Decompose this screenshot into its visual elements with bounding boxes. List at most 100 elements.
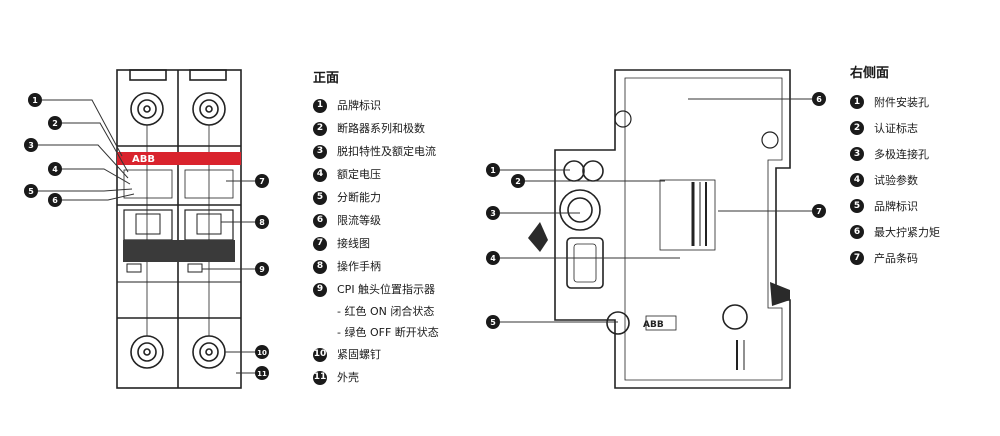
side-callout-7: 7 — [812, 204, 826, 218]
side-legend-label-7: 产品条码 — [874, 251, 918, 265]
side-clip — [770, 282, 790, 306]
front-callout-10: 10 — [255, 345, 269, 359]
front-callout-3: 3 — [24, 138, 38, 152]
front-legend-item-8: 8 操作手柄 — [313, 255, 439, 278]
front-legend-num-8: 8 — [313, 259, 327, 274]
front-callout-2: 2 — [48, 116, 62, 130]
side-callout-5-num: 5 — [490, 318, 496, 327]
side-legend-label-1: 附件安装孔 — [874, 95, 929, 109]
side-legend-label-2: 认证标志 — [874, 121, 918, 135]
front-legend-title: 正面 — [313, 71, 340, 86]
front-leaders — [37, 99, 258, 374]
front-legend-label-10: 紧固螺钉 — [337, 348, 381, 361]
front-legend-num-3: 3 — [313, 144, 327, 159]
side-callout-1-num: 1 — [490, 166, 496, 175]
front-callout-9-num: 9 — [259, 265, 265, 274]
side-brand-logo: ABB — [643, 320, 664, 330]
side-callout-4-num: 4 — [490, 254, 496, 263]
front-callout-5: 5 — [24, 184, 38, 198]
side-callout-6: 6 — [812, 92, 826, 106]
front-legend-label-3: 脱扣特性及额定电流 — [337, 145, 436, 158]
front-callout-8: 8 — [255, 215, 269, 229]
front-legend-num-1: 1 — [313, 98, 327, 113]
front-legend-label-7: 接线图 — [337, 237, 370, 250]
side-legend-label-3: 多极连接孔 — [874, 147, 929, 161]
front-legend-label-2: 断路器系列和极数 — [337, 122, 425, 135]
screw-top-right — [192, 92, 226, 126]
side-breaker-drawing — [554, 69, 791, 389]
front-legend-label-5: 分断能力 — [337, 191, 381, 204]
front-legend-label-4: 额定电压 — [337, 168, 381, 181]
front-housing — [116, 69, 242, 389]
side-callout-5: 5 — [486, 315, 500, 329]
front-callout-11: 11 — [255, 366, 269, 380]
front-legend-num-2: 2 — [313, 121, 327, 136]
front-callout-2-num: 2 — [52, 119, 58, 128]
front-callout-8-num: 8 — [259, 218, 265, 227]
front-legend-label-11: 外壳 — [337, 371, 359, 384]
front-callout-5-num: 5 — [28, 187, 34, 196]
side-callout-badges: 1 2 3 4 5 6 7 — [486, 92, 826, 329]
front-callout-10-num: 10 — [257, 349, 267, 357]
front-legend-item-7: 7 接线图 — [313, 232, 439, 255]
side-legend-item-7: 7 产品条码 — [850, 245, 940, 271]
front-callout-badges: 1 2 3 4 5 6 7 8 9 10 11 — [24, 93, 269, 380]
front-legend-label-6: 限流等级 — [337, 214, 381, 227]
top-clip-left — [129, 69, 167, 81]
side-legend-item-2: 2 认证标志 — [850, 115, 940, 141]
screw-bottom-right — [192, 335, 226, 369]
side-legend-num-7: 7 — [850, 251, 864, 265]
front-legend-item-3: 3 脱扣特性及额定电流 — [313, 140, 439, 163]
side-callout-2-num: 2 — [515, 177, 521, 186]
front-legend-num-4: 4 — [313, 167, 327, 182]
front-callout-4-num: 4 — [52, 165, 58, 174]
side-callout-4: 4 — [486, 251, 500, 265]
side-callout-7-num: 7 — [816, 207, 822, 216]
brand-band — [117, 152, 241, 165]
front-callout-3-num: 3 — [28, 141, 34, 150]
front-legend-label-9: CPI 触头位置指示器 — [337, 283, 436, 296]
side-housing — [554, 69, 791, 389]
side-legend-label-6: 最大拧紧力矩 — [874, 225, 940, 239]
front-callout-6: 6 — [48, 193, 62, 207]
front-callout-6-num: 6 — [52, 196, 58, 205]
front-legend-num-11: 11 — [313, 370, 327, 385]
side-legend-num-2: 2 — [850, 121, 864, 135]
side-legend-num-1: 1 — [850, 95, 864, 109]
side-callout-6-num: 6 — [816, 95, 822, 104]
side-legend-title: 右侧面 — [850, 66, 890, 81]
front-callout-1-num: 1 — [32, 96, 38, 105]
front-legend-num-6: 6 — [313, 213, 327, 228]
front-callout-1: 1 — [28, 93, 42, 107]
front-legend-label-8: 操作手柄 — [337, 260, 381, 273]
front-legend-item-4: 4 额定电压 — [313, 163, 439, 186]
screw-bottom-left — [130, 335, 164, 369]
side-leaders — [499, 98, 812, 323]
front-legend-num-7: 7 — [313, 236, 327, 251]
side-callout-1: 1 — [486, 163, 500, 177]
side-legend-num-5: 5 — [850, 199, 864, 213]
side-legend-item-5: 5 品牌标识 — [850, 193, 940, 219]
side-callout-2: 2 — [511, 174, 525, 188]
side-legend-num-3: 3 — [850, 147, 864, 161]
front-legend-item-2: 2 断路器系列和极数 — [313, 117, 439, 140]
side-legend-item-1: 1 附件安装孔 — [850, 89, 940, 115]
front-breaker-drawing — [116, 69, 242, 389]
front-legend-sub-on: - 红色 ON 闭合状态 — [337, 305, 435, 318]
side-legend-label-5: 品牌标识 — [874, 199, 918, 213]
front-callout-11-num: 11 — [257, 370, 267, 378]
side-callout-3-num: 3 — [490, 209, 496, 218]
front-callout-9: 9 — [255, 262, 269, 276]
front-legend-item-5: 5 分断能力 — [313, 186, 439, 209]
front-legend-num-9: 9 — [313, 282, 327, 297]
screw-top-left — [130, 92, 164, 126]
side-legend-item-3: 3 多极连接孔 — [850, 141, 940, 167]
operating-handle — [123, 240, 235, 262]
front-legend-num-5: 5 — [313, 190, 327, 205]
